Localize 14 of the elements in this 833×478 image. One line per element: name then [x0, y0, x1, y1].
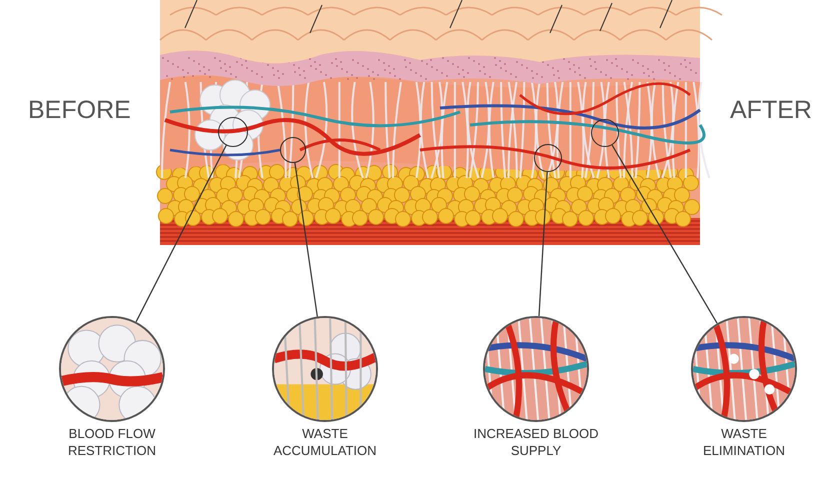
caption-text: BLOOD FLOW RESTRICTION	[66, 425, 158, 459]
magnifier-circle	[218, 117, 248, 147]
magnifier-circle	[591, 119, 619, 147]
magnifier-circle	[280, 137, 306, 163]
section-label: AFTER	[730, 96, 812, 125]
caption-text: WASTE ELIMINATION	[702, 425, 786, 459]
magnifier-circle	[534, 144, 562, 172]
leader-line	[538, 172, 548, 316]
caption-text: WASTE ACCUMULATION	[272, 425, 378, 459]
section-label: BEFORE	[28, 96, 131, 125]
leader-line	[136, 145, 227, 322]
caption-text: INCREASED BLOOD SUPPLY	[472, 425, 600, 459]
leader-line	[294, 162, 318, 317]
leader-line	[612, 144, 718, 324]
